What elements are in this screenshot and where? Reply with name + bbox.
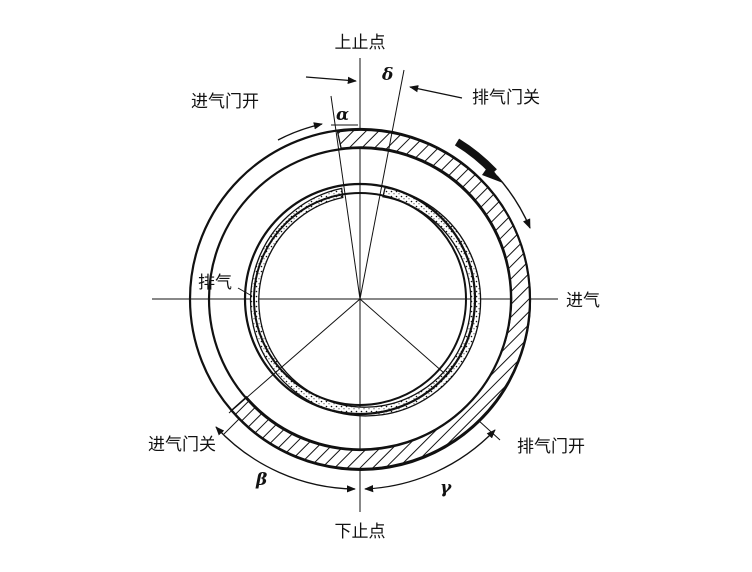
intake-open-line [330,95,361,300]
intake-open-arrow [277,122,323,141]
beta-label: β [255,470,267,490]
beta-arc [215,426,356,493]
inner-circle-inner [253,192,467,406]
inner-circle-outer [243,182,477,416]
exhaust-close-label: 排气门关 [472,88,540,108]
exhaust-band [249,186,482,417]
middle-circle [207,146,513,452]
delta-label: δ [381,65,393,85]
gamma-arc [364,429,496,493]
gamma-label: γ [440,478,452,498]
intake-band [230,129,532,471]
exhaust-side-label: 排气 [198,273,232,293]
exhaust-side-leader [237,287,253,297]
exhaust-close-line [359,69,405,300]
exhaust-close-pointer [409,85,463,99]
exhaust-open-label: 排气门开 [517,437,585,457]
bdc-label: 下止点 [335,522,386,542]
intake-open-label: 进气门开 [191,92,259,112]
intake-close-label: 进气门关 [148,435,216,455]
rotation-arrow-thin [496,175,531,229]
tdc-label: 上止点 [335,33,386,53]
delta-pointer [305,76,357,84]
outer-circle [188,127,532,471]
exhaust-open-line [359,298,445,374]
exhaust-open-leader [477,419,501,441]
alpha-label: α [336,105,349,125]
intake-side-label: 进气 [566,291,600,311]
intake-close-line [228,298,361,414]
rotation-arrowhead [482,165,503,183]
intake-close-leader [223,417,241,435]
